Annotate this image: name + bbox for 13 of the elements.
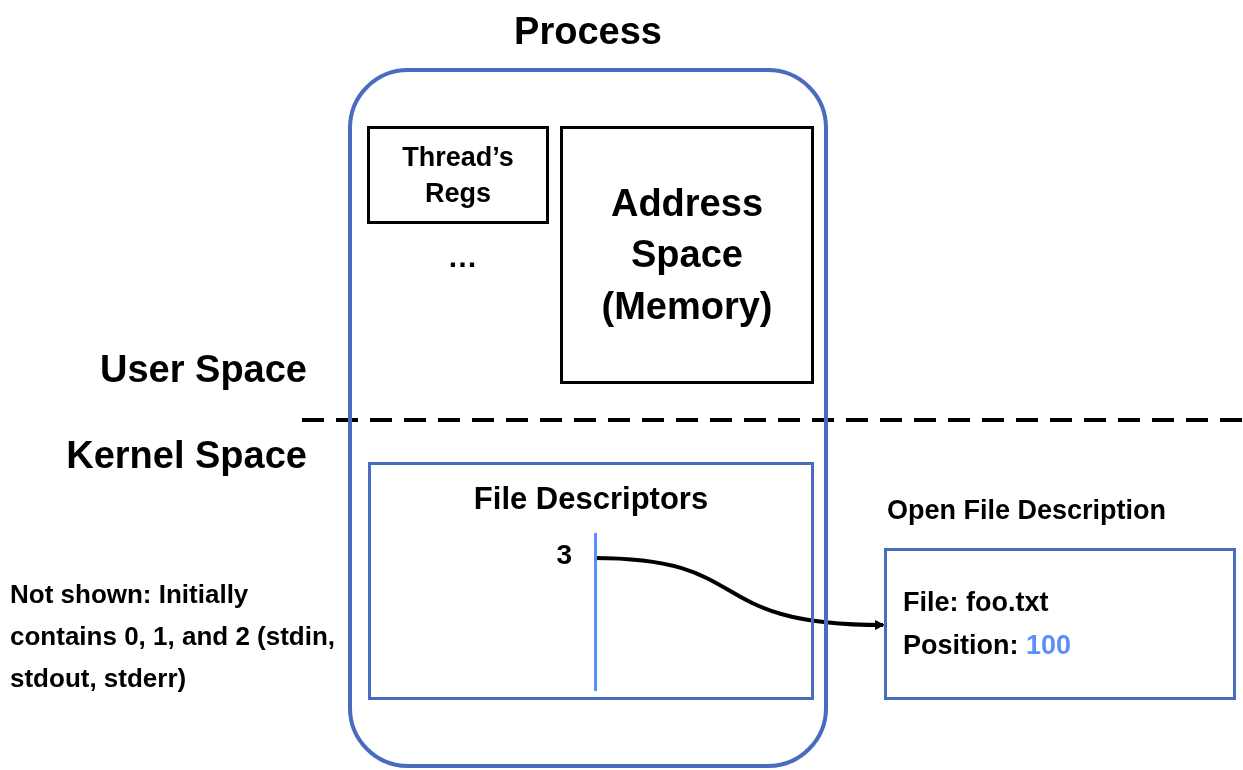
- note-text: Not shown: Initially contains 0, 1, and 2 (stdin, stdout, stderr): [10, 578, 337, 695]
- descriptor-entry: 3: [527, 533, 597, 691]
- memory-box: Address Space (Memory): [560, 126, 814, 384]
- region-label: Kernel Space: [65, 434, 307, 477]
- ellipsis: …: [446, 240, 479, 274]
- field-text: Position: 100: [903, 630, 1072, 661]
- region-label: User Space: [99, 348, 307, 391]
- field-text: File: foo.txt: [903, 587, 1049, 618]
- register-box: Thread’s Regs: [367, 126, 549, 224]
- table-heading: File Descriptors: [472, 481, 710, 517]
- box-heading: Open File Description: [887, 495, 1167, 526]
- process-heading: Process: [513, 10, 663, 53]
- file-descriptor-table: [368, 462, 814, 700]
